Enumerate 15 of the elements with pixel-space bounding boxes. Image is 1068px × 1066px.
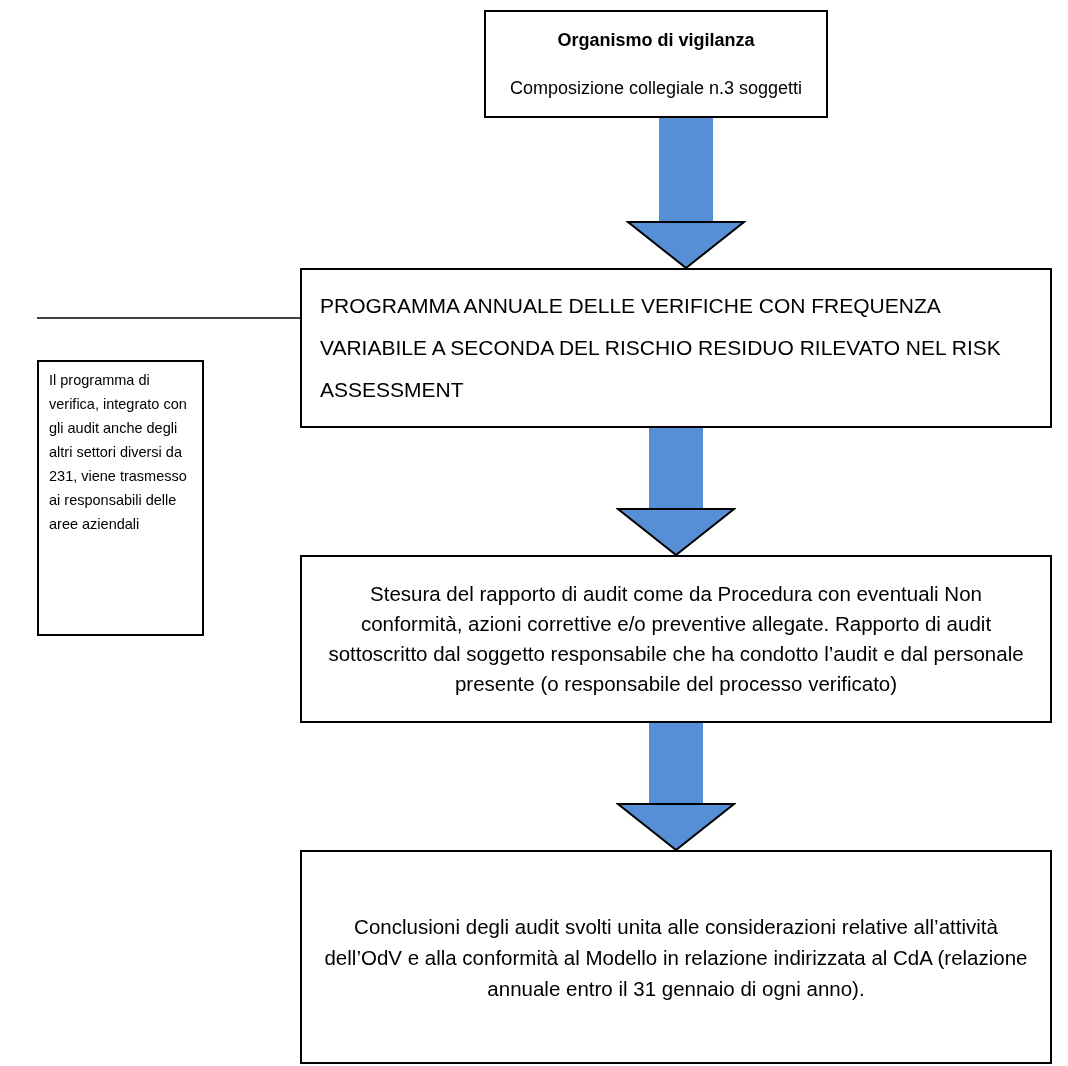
block-arrow (627, 118, 745, 269)
process-box (484, 10, 828, 118)
note-box (37, 360, 204, 636)
process-box (300, 555, 1052, 723)
note-text: Il programma di verifica, integrato con gli audit anche degli altri settori diversi da 231, viene trasmesso ai responsabili delle aree aziendali (49, 371, 188, 534)
block-arrow (617, 428, 735, 556)
box-text: Conclusioni degli audit svolti unita alle considerazioni relative all’attività dell’OdV e alla conformità al Modello in relazione indirizzata al CdA (relazione annuale entro il 31 gennaio di ogni anno). (323, 913, 1029, 1002)
box-text: Composizione collegiale n.3 soggetti (508, 77, 804, 100)
block-arrow (617, 723, 735, 851)
process-box (300, 268, 1052, 428)
box-text: Stesura del rapporto di audit come da Procedura con eventuali Non conformità, azioni correttive e/o preventive allegate. Rapporto di audit sottoscritto dal soggetto responsabile che ha condotto l’audit e dal personale presente (o responsabile del processo verificato) (327, 581, 1025, 697)
connector-line (36, 317, 301, 319)
process-box (300, 850, 1052, 1064)
box-title: Organismo di vigilanza (556, 29, 756, 52)
box-text: PROGRAMMA ANNUALE DELLE VERIFICHE CON FREQUENZA VARIABILE A SECONDA DEL RISCHIO RESIDUO RILEVATO NEL RISK ASSESSMENT (320, 293, 1002, 403)
